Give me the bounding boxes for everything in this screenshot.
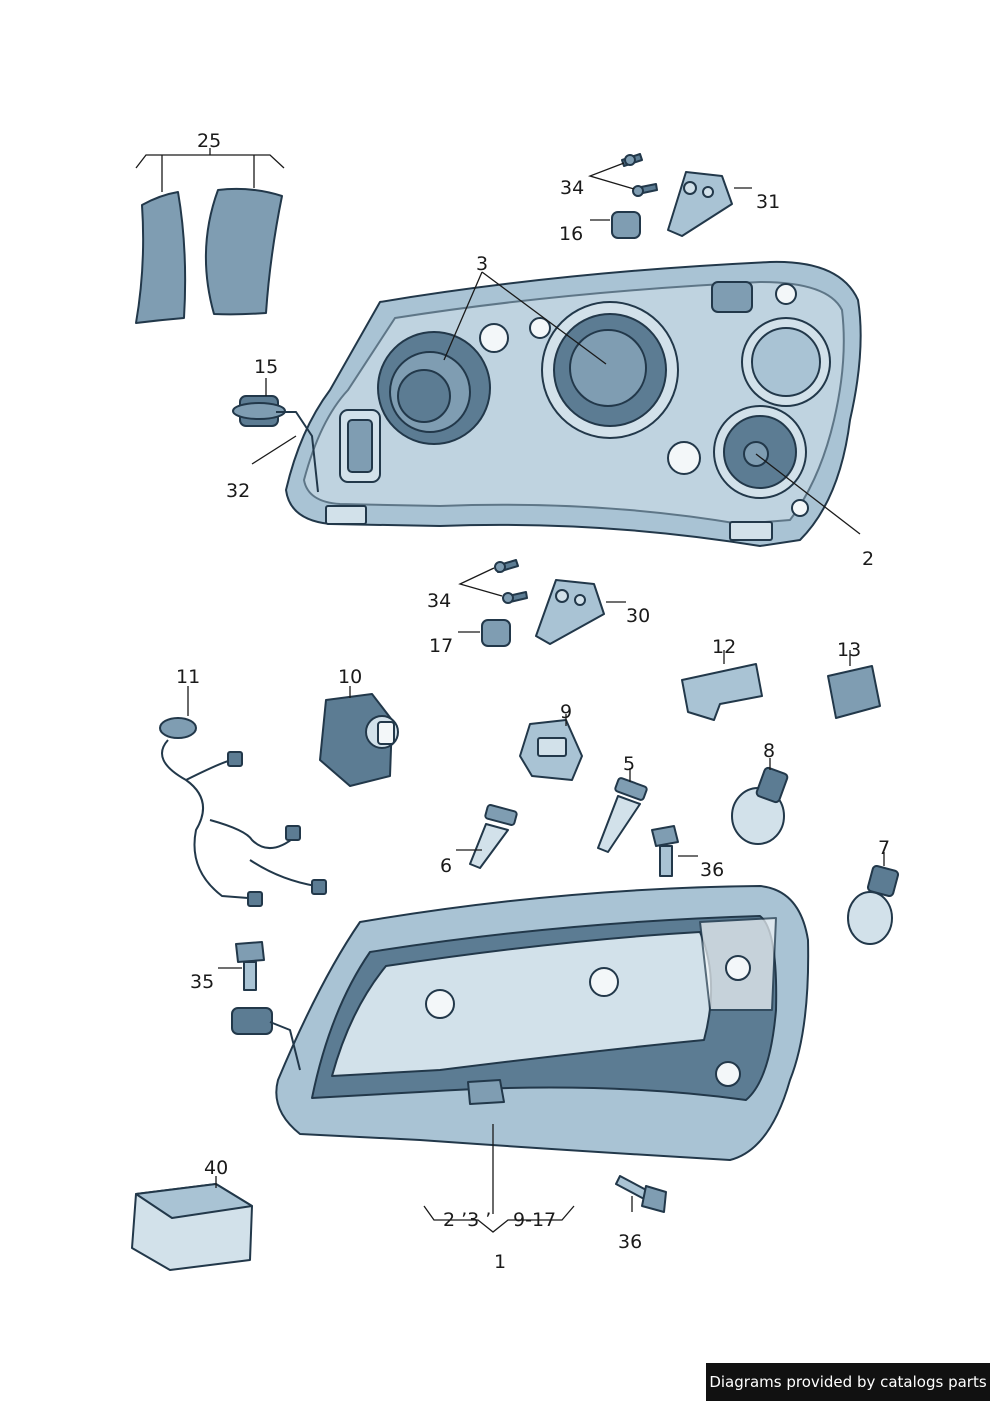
part-36-bolt-lower xyxy=(615,1175,667,1213)
part-35-bolt xyxy=(218,941,265,991)
callout-6: 6 xyxy=(440,855,452,877)
part-32-wiring xyxy=(251,411,319,493)
part-9-holder xyxy=(519,714,583,781)
part-12-cover xyxy=(681,650,763,721)
part-8-bulb xyxy=(731,758,789,845)
callout-12: 12 xyxy=(712,636,736,658)
callout-30: 30 xyxy=(626,605,650,627)
callout-1: 1 xyxy=(494,1251,506,1273)
callout-17: 17 xyxy=(429,635,453,657)
callout-11: 11 xyxy=(176,666,200,688)
part-40-box xyxy=(131,1176,253,1271)
part-1-lamp-assembly xyxy=(231,885,810,1233)
part-25-lens-covers xyxy=(135,148,285,324)
part-15-socket xyxy=(232,378,286,427)
footer-credit: Diagrams provided by catalogs parts xyxy=(706,1363,990,1401)
callout-1-range-b: 9-17 xyxy=(513,1209,556,1231)
part-30-bracket-lower xyxy=(535,579,626,645)
callout-5: 5 xyxy=(623,753,635,775)
part-5-bulb xyxy=(597,768,648,853)
callout-10: 10 xyxy=(338,666,362,688)
callout-34-upper: 34 xyxy=(560,177,584,199)
callout-32: 32 xyxy=(226,480,250,502)
part-7-bulb xyxy=(847,852,900,945)
part-34-screws-lower xyxy=(458,559,528,604)
callout-31: 31 xyxy=(756,191,780,213)
part-16-adjuster-upper xyxy=(590,211,641,239)
callout-15: 15 xyxy=(254,356,278,378)
part-17-adjuster-lower xyxy=(458,619,511,647)
callout-2: 2 xyxy=(862,548,874,570)
part-36-bolt-upper xyxy=(651,825,698,877)
callout-35: 35 xyxy=(190,971,214,993)
part-31-bracket-upper xyxy=(667,171,752,237)
part-6-bulb xyxy=(456,804,518,869)
callout-34-lower: 34 xyxy=(427,590,451,612)
callout-36-lower: 36 xyxy=(618,1231,642,1253)
callout-3: 3 xyxy=(476,253,488,275)
callout-labels: 25 34 31 16 3 15 32 2 34 30 17 12 13 11 … xyxy=(176,130,890,1273)
callout-9: 9 xyxy=(560,701,572,723)
part-10-motor xyxy=(319,686,399,787)
callout-7: 7 xyxy=(878,837,890,859)
callout-36-upper: 36 xyxy=(700,859,724,881)
part-11-wiring-harness xyxy=(159,686,327,907)
callout-25: 25 xyxy=(197,130,221,152)
callout-8: 8 xyxy=(763,740,775,762)
headlight-housing xyxy=(285,260,862,547)
callout-16: 16 xyxy=(559,223,583,245)
callout-1-range-a: 2 ’3 ’ xyxy=(443,1209,491,1231)
part-13-cap xyxy=(827,650,881,719)
part-34-screws-upper xyxy=(587,153,658,197)
callout-40: 40 xyxy=(204,1157,228,1179)
callout-13: 13 xyxy=(837,639,861,661)
